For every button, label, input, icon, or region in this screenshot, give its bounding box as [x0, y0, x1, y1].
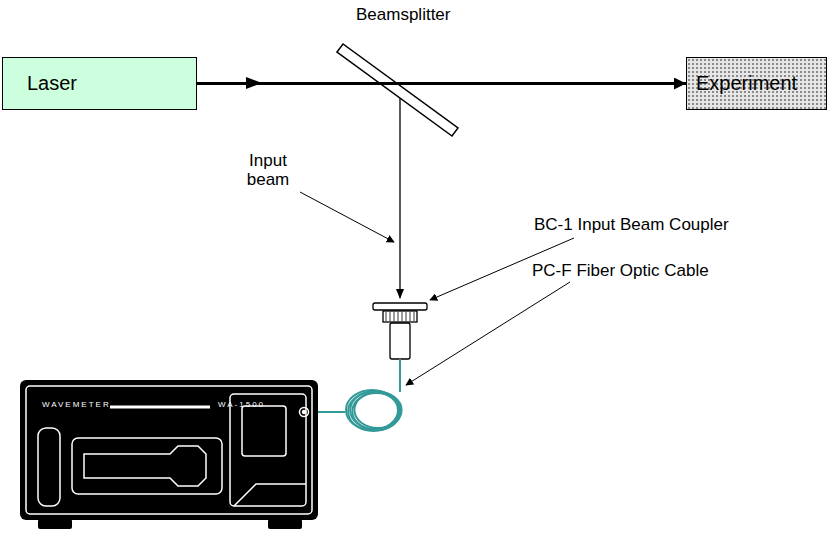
part-label: Beamsplitter: [356, 6, 450, 25]
leader-line: [406, 282, 570, 385]
wavemeter-foot: [38, 519, 72, 529]
beamsplitter-plate: [337, 44, 458, 136]
beam-coupler: [373, 303, 427, 359]
input-beam: [399, 92, 400, 298]
brand-text: WAVEMETER: [42, 400, 111, 409]
wavemeter-panel: [20, 380, 318, 520]
part-label: PC-F Fiber Optic Cable: [532, 262, 709, 281]
node-label: Experiment: [696, 72, 797, 95]
beam-label: Input beam: [228, 152, 308, 189]
wavemeter-unit: WAVEMETER WA-1500: [20, 380, 318, 520]
fiber-cable: [318, 359, 402, 431]
laser-beam: [197, 82, 686, 85]
leader-line: [430, 238, 574, 300]
node-label: Laser: [27, 72, 77, 95]
leader-line: [300, 192, 394, 242]
wavemeter-foot: [268, 519, 302, 529]
part-label: BC-1 Input Beam Coupler: [534, 216, 729, 235]
model-text: WA-1500: [218, 400, 265, 409]
experiment-box: Experiment: [686, 57, 827, 110]
laser-box: Laser: [2, 57, 197, 110]
